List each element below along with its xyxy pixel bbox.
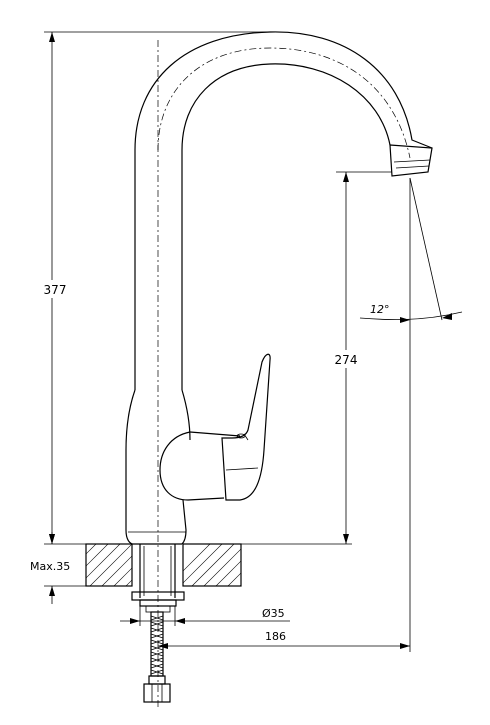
dimension-mount-thickness: Max.35: [30, 532, 86, 604]
faucet-body: [125, 31, 433, 703]
reach-label: 186: [265, 630, 286, 643]
dimension-reach: 186: [158, 178, 411, 652]
countertop-section: [85, 543, 242, 587]
hole-diameter-label: Ø35: [262, 607, 285, 620]
center-lines: [157, 40, 411, 710]
dimension-angle: 12°: [359, 177, 463, 323]
dimension-spout-height: 274: [241, 171, 392, 545]
angle-label: 12°: [370, 303, 390, 316]
supply-hose: [143, 611, 171, 703]
dimension-hole-diameter: Ø35: [120, 606, 290, 626]
dimension-total-height: 377: [40, 31, 270, 545]
spout-height-label: 274: [335, 353, 358, 367]
mount-thickness-label: Max.35: [30, 560, 70, 573]
total-height-label: 377: [44, 283, 67, 297]
